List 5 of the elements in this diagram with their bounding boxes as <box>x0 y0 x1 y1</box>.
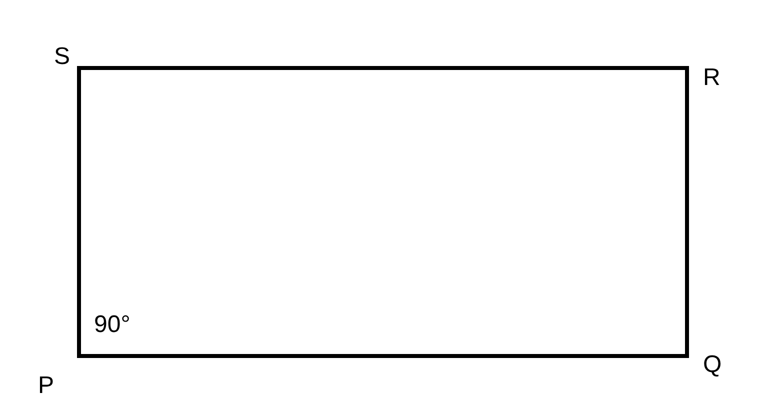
vertex-label: P <box>38 372 54 400</box>
vertex-label: R <box>703 64 720 92</box>
vertex-label: Q <box>703 351 722 379</box>
vertex-label: S <box>54 43 70 71</box>
angle-label: 90° <box>94 311 130 339</box>
